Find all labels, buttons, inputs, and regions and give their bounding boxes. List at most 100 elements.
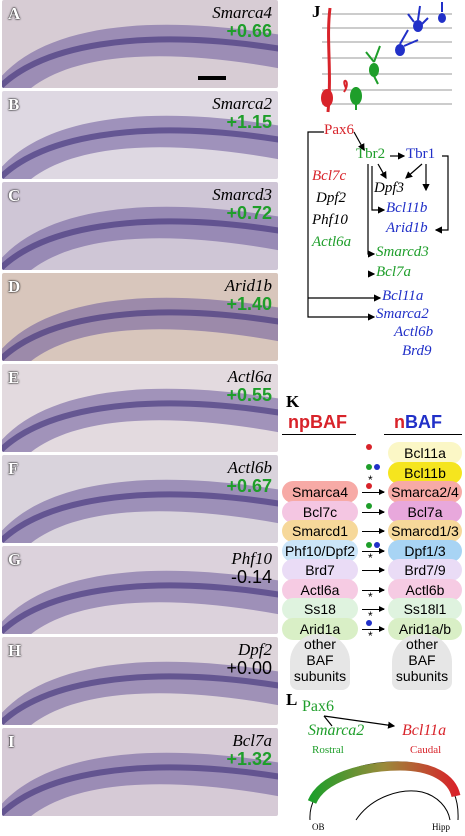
section-j: J Pax6 Tbr2 Tbr1 Bcl7c Dpf2 Phf10 Actl6a… xyxy=(282,0,465,359)
l-smarca2: Smarca2 xyxy=(308,722,365,739)
label-j: J xyxy=(312,2,321,21)
npbaf-subunit: Smarcd1 xyxy=(282,520,358,542)
npbaf-header: npBAF xyxy=(288,412,347,433)
l-bcl11a: Bcl11a xyxy=(402,722,447,739)
gene-name: Phf10 xyxy=(231,549,272,568)
npbaf-subunit: Bcl7c xyxy=(282,500,358,523)
j-bcl7c: Bcl7c xyxy=(312,168,347,184)
other-left-blob xyxy=(290,634,350,690)
nbaf-subunit: Smarca2/4 xyxy=(388,481,462,503)
expression-dot xyxy=(366,463,372,470)
significance-star: * xyxy=(368,609,373,623)
expression-dot xyxy=(374,541,380,548)
fold-change-value: +0.66 xyxy=(226,21,272,41)
npbaf-subunit: Smarca4 xyxy=(282,481,358,503)
nbaf-header: nBAF xyxy=(394,412,442,433)
gene-name: Arid1b xyxy=(224,276,272,295)
j-dpf3: Dpf3 xyxy=(374,180,404,196)
panel-letter: C xyxy=(8,186,21,205)
gene-name: Smarca2 xyxy=(212,94,272,113)
tissue-arc xyxy=(2,479,278,543)
tissue-arc xyxy=(2,661,278,725)
fold-change-value: +0.67 xyxy=(226,476,272,496)
significance-star: * xyxy=(368,628,373,643)
npbaf-subunit: Ss18 xyxy=(282,598,358,620)
tissue-arc xyxy=(2,206,278,270)
fold-change-value: +0.55 xyxy=(226,385,272,405)
tissue-arc xyxy=(2,570,278,634)
fold-change-value: +1.15 xyxy=(226,112,272,132)
gene-name: Actl6a xyxy=(227,367,272,386)
fold-change-value: -0.14 xyxy=(230,567,272,587)
npbaf-subunit: Actl6a xyxy=(282,578,358,601)
tissue-arc xyxy=(2,752,278,816)
switch-arrow xyxy=(362,547,385,554)
significance-star: * xyxy=(368,589,373,604)
npbaf-subunit: Brd7 xyxy=(282,559,358,581)
panel-letter: I xyxy=(8,732,15,751)
gene-name: Smarcd3 xyxy=(212,185,272,204)
j-phf10: Phf10 xyxy=(312,212,348,228)
scale-bar xyxy=(198,76,226,80)
tissue-arc xyxy=(2,297,278,361)
panel-letter: B xyxy=(8,95,20,114)
fold-change-value: +0.72 xyxy=(226,203,272,223)
l-ob: OB xyxy=(312,822,325,832)
panel-g: G Phf10-0.14 xyxy=(2,546,278,634)
j-cascade-lines xyxy=(307,131,449,321)
expression-dot xyxy=(366,502,372,509)
expression-dot xyxy=(366,541,372,548)
gene-name: Smarca4 xyxy=(212,3,272,22)
j-bcl7a: Bcl7a xyxy=(376,264,411,280)
l-pax6: Pax6 xyxy=(302,698,334,715)
switch-arrow xyxy=(362,606,385,612)
j-smarcd3: Smarcd3 xyxy=(376,244,429,260)
fold-change-value: +0.00 xyxy=(226,658,272,678)
switch-arrow xyxy=(362,625,385,632)
nbaf-suffix: BAF xyxy=(405,412,442,432)
panel-letter: A xyxy=(8,4,21,23)
j-brd9: Brd9 xyxy=(402,343,432,359)
npbaf-prefix: np xyxy=(288,412,310,432)
nbaf-subunit: Ss18l1 xyxy=(388,598,462,620)
nbaf-subunit: Actl6b xyxy=(388,578,462,601)
j-bcl11b: Bcl11b xyxy=(386,200,428,216)
significance-star: * xyxy=(368,550,373,565)
j-smarca2: Smarca2 xyxy=(376,306,429,322)
nbaf-prefix: n xyxy=(394,412,405,432)
panel-letter: H xyxy=(8,641,22,660)
nbaf-subunit: Bcl11b xyxy=(388,461,462,484)
nbaf-subunit: Dpf1/3 xyxy=(388,539,462,562)
forebrain-schematic xyxy=(307,715,461,821)
nbaf-subunit: Bcl7a xyxy=(388,500,462,523)
j-actl6b: Actl6b xyxy=(394,324,434,340)
j-bcl11a: Bcl11a xyxy=(382,288,424,304)
nbaf-subunit: Arid1a/b xyxy=(388,617,462,640)
l-caudal: Caudal xyxy=(410,744,442,756)
panel-letter: D xyxy=(8,277,21,296)
panel-letter: F xyxy=(8,459,19,478)
npbaf-subunit: Phf10/Dpf2 xyxy=(282,539,358,562)
label-k: K xyxy=(286,392,300,411)
panel-c: C Smarcd3+0.72 xyxy=(2,182,278,270)
npbaf-suffix: BAF xyxy=(310,412,347,432)
tissue-arc xyxy=(2,24,278,88)
panel-letter: G xyxy=(8,550,22,569)
switch-arrow xyxy=(362,508,385,515)
neuron-schematic xyxy=(321,2,452,113)
nbaf-underline xyxy=(384,434,462,435)
npbaf-subunit: Arid1a xyxy=(282,617,358,640)
nbaf-subunit: Brd7/9 xyxy=(388,559,462,581)
j-actl6a: Actl6a xyxy=(312,234,352,250)
expression-dot xyxy=(366,444,372,450)
l-hipp: Hipp xyxy=(432,822,450,832)
j-pax6: Pax6 xyxy=(324,122,354,138)
panel-a: A Smarca4+0.66 xyxy=(2,0,278,88)
panel-b: B Smarca2+1.15 xyxy=(2,91,278,179)
other-right-blob xyxy=(392,634,452,690)
